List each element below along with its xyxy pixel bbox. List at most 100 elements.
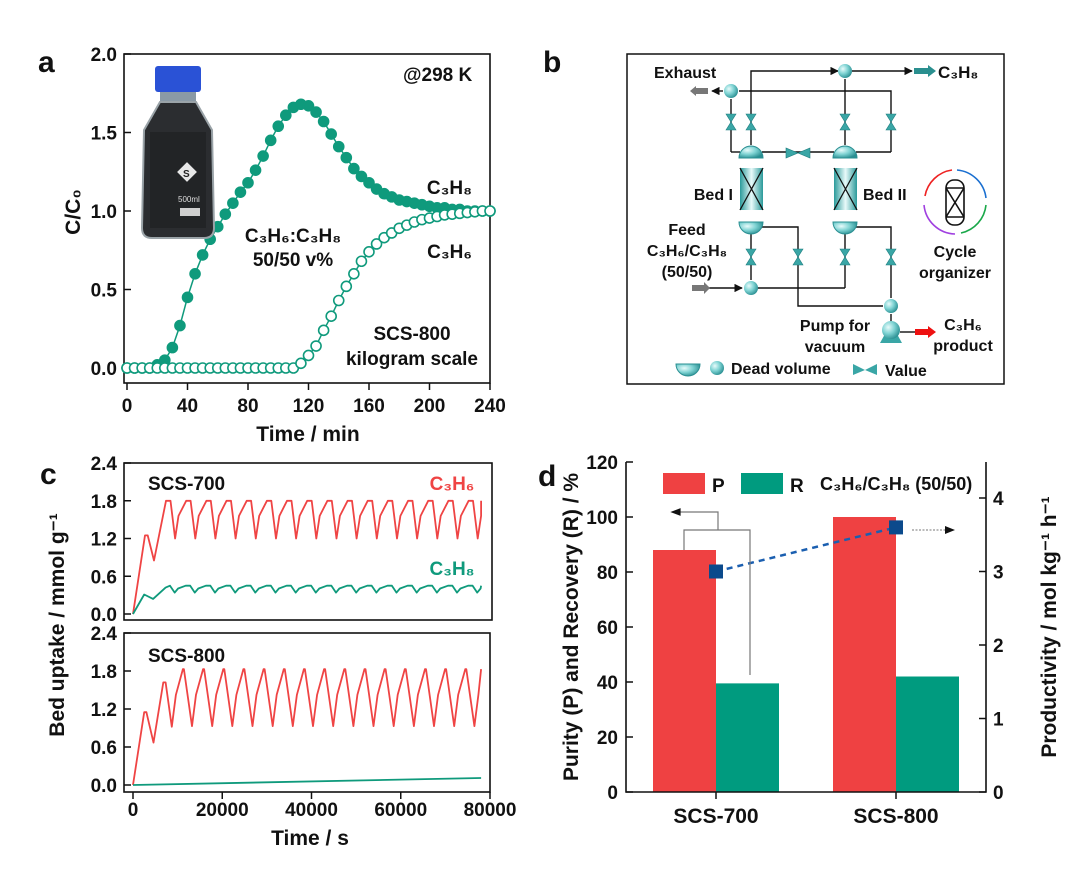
x-tick-label: 0 bbox=[128, 800, 139, 821]
data-point-c3h6 bbox=[340, 280, 353, 293]
x-tick-label: 240 bbox=[474, 396, 506, 417]
x-tick-label: 40 bbox=[177, 396, 198, 417]
x-tick-label: 80000 bbox=[464, 800, 517, 821]
cycle-organizer-icon bbox=[923, 169, 987, 235]
x-tick-label: 20000 bbox=[196, 800, 249, 821]
label-bed-1: Bed I bbox=[694, 187, 733, 204]
annotation-sample: SCS-800 bbox=[373, 324, 450, 345]
label-exhaust: Exhaust bbox=[654, 65, 717, 82]
y-axis-title-right: Productivity / mol kg⁻¹ h⁻¹ bbox=[1038, 496, 1061, 757]
data-marks bbox=[121, 98, 496, 374]
series-label-c3h8: C₃H₈ bbox=[429, 559, 474, 580]
panel-label-c: c bbox=[40, 458, 57, 491]
data-point-c3h8 bbox=[317, 115, 330, 128]
valve-icon bbox=[745, 113, 757, 131]
label-c3h8-output: C₃H₈ bbox=[938, 63, 978, 82]
series-label-c3h8: C₃H₈ bbox=[427, 178, 472, 199]
data-marks bbox=[132, 499, 483, 786]
y-tick-label: 1.8 bbox=[91, 662, 117, 683]
label-feed-ratio: (50/50) bbox=[662, 264, 713, 281]
data-marks bbox=[653, 517, 959, 792]
dead-volume-ball-icon bbox=[744, 281, 758, 295]
x-tick-label: 0 bbox=[122, 396, 133, 417]
data-point-c3h8 bbox=[181, 291, 194, 304]
bed-1-icon bbox=[739, 167, 764, 211]
label-feed-gas: C₃H₆/C₃H₈ bbox=[647, 243, 727, 260]
sample-label-scs700: SCS-700 bbox=[148, 474, 225, 495]
x-tick-label: 200 bbox=[414, 396, 446, 417]
y-tick-label-right: 0 bbox=[993, 783, 1004, 804]
panel-label-d: d bbox=[538, 460, 556, 493]
dead-volume-ball-icon bbox=[724, 84, 738, 98]
annotation-feed-ratio: C₃H₆:C₃H₈ bbox=[245, 226, 341, 247]
data-point-c3h8 bbox=[340, 151, 353, 164]
series-line-scs700-c3h8 bbox=[132, 584, 482, 615]
sample-label-scs800: SCS-800 bbox=[148, 646, 225, 667]
axis-indicator-left bbox=[670, 508, 751, 675]
data-point-c3h8 bbox=[257, 150, 269, 162]
data-point-c3h6 bbox=[348, 267, 360, 280]
feed-arrow-icon bbox=[692, 282, 710, 294]
y-tick-label: 1.8 bbox=[91, 492, 117, 513]
legend-label-p: P bbox=[712, 476, 725, 497]
category-label: SCS-700 bbox=[673, 805, 758, 828]
y-tick-label: 1.0 bbox=[91, 202, 117, 223]
data-point-c3h8 bbox=[227, 197, 239, 209]
data-point-c3h6 bbox=[302, 349, 315, 362]
annotation-temperature: @298 K bbox=[403, 65, 473, 86]
panel-b-process-diagram: Exhaust C₃H₈ Bed I Bed II Feed C₃H₆/C₃H₈… bbox=[626, 53, 1005, 385]
bed-2-icon bbox=[833, 167, 858, 211]
legend-note: C₃H₆/C₃H₈ (50/50) bbox=[820, 474, 972, 494]
x-tick-label: 40000 bbox=[285, 800, 338, 821]
plot-frame-bottom bbox=[123, 632, 491, 793]
diagram-frame bbox=[626, 53, 1005, 385]
bar-r-scs-800 bbox=[896, 676, 959, 792]
y-axis-title: Bed uptake / mmol g⁻¹ bbox=[46, 513, 69, 736]
label-organizer: organizer bbox=[919, 265, 991, 282]
series-label-c3h6: C₃H₆ bbox=[430, 474, 475, 495]
x-tick-label: 160 bbox=[353, 396, 385, 417]
data-point-c3h8 bbox=[174, 319, 186, 332]
data-point-c3h8 bbox=[280, 109, 292, 122]
y-tick-label-right: 1 bbox=[993, 710, 1004, 731]
data-point-c3h6 bbox=[332, 294, 345, 307]
data-point-c3h8 bbox=[332, 140, 345, 153]
y-tick-label-left: 60 bbox=[597, 618, 618, 639]
y-tick-label-left: 40 bbox=[597, 673, 618, 694]
plot-frame-top bbox=[123, 462, 493, 621]
label-pump: Pump for bbox=[800, 318, 870, 335]
legend-label-r: R bbox=[790, 476, 804, 497]
dead-volume-ball-icon bbox=[884, 299, 898, 313]
productivity-point bbox=[709, 564, 723, 579]
svg-text:500ml: 500ml bbox=[178, 195, 200, 204]
y-tick-label: 1.2 bbox=[91, 700, 117, 721]
valve-icon bbox=[745, 248, 757, 266]
series-line-scs800-c3h8 bbox=[132, 777, 482, 786]
y-tick-label-right: 2 bbox=[993, 636, 1004, 657]
label-feed: Feed bbox=[668, 222, 705, 239]
x-tick-label: 60000 bbox=[374, 800, 427, 821]
label-cycle: Cycle bbox=[934, 244, 977, 261]
data-point-c3h6 bbox=[310, 340, 322, 352]
legend-dead-volume: Dead volume bbox=[731, 361, 831, 378]
legend-swatch-p bbox=[663, 473, 705, 494]
dead-volume-dome-icon bbox=[738, 145, 764, 159]
dead-volume-bowl-icon bbox=[738, 221, 764, 235]
series-line-scs800-c3h6 bbox=[132, 668, 482, 786]
exhaust-arrow-icon bbox=[690, 86, 708, 96]
y-tick-label: 0.0 bbox=[91, 605, 117, 626]
y-tick-label: 0.6 bbox=[91, 738, 117, 759]
plot-frame bbox=[123, 53, 491, 384]
data-point-c3h8 bbox=[189, 267, 201, 280]
label-product: product bbox=[933, 338, 993, 355]
data-point-c3h8 bbox=[363, 176, 375, 189]
axis-indicator-right bbox=[912, 526, 955, 534]
y-tick-label: 0.6 bbox=[91, 567, 117, 588]
y-tick-label-left: 100 bbox=[586, 508, 618, 529]
